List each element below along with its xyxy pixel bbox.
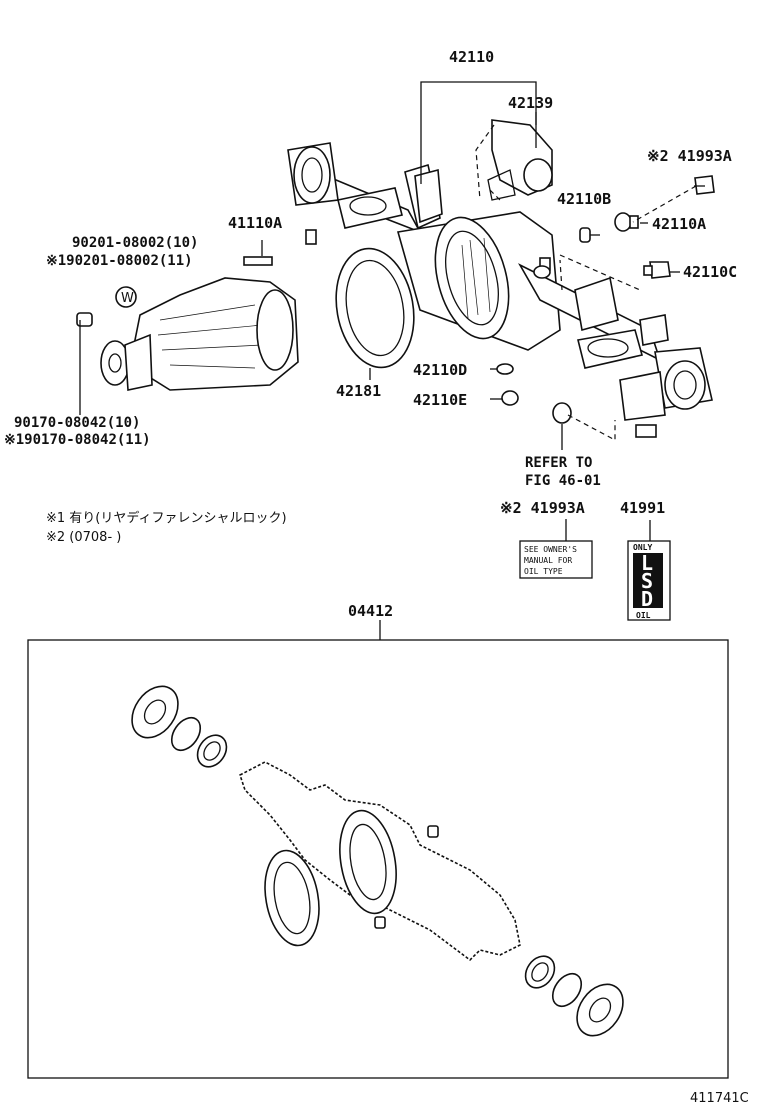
lsd-tag-s: S	[641, 569, 653, 593]
label-41993a-bottom: ※2 41993A	[500, 499, 585, 517]
lsd-tag-bottom: OIL	[636, 611, 651, 620]
label-90170-a: 90170-08042(10)	[14, 415, 140, 431]
label-90201-a: 90201-08002(10)	[72, 235, 198, 251]
label-refer-to: REFER TO	[525, 455, 592, 471]
label-42139: 42139	[508, 94, 553, 112]
figure-code: 411741C	[690, 1091, 749, 1106]
label-42110: 42110	[449, 48, 494, 66]
label-42181: 42181	[336, 382, 381, 400]
label-41991: 41991	[620, 499, 665, 517]
label-42110e: 42110E	[413, 391, 467, 409]
leader-lines	[79, 81, 705, 640]
label-w-mark: W	[121, 291, 134, 306]
oil-type-tag-41993a: SEE OWNER'S MANUAL FOR OIL TYPE	[519, 540, 593, 579]
gasket-kit-drawing	[131, 685, 624, 1037]
axle-housing-drawing	[76, 119, 715, 438]
tag-line-1: SEE OWNER'S	[524, 545, 577, 554]
lsd-tag-top: ONLY	[633, 543, 652, 552]
label-42110c: 42110C	[683, 263, 737, 281]
tag-line-3: OIL TYPE	[524, 567, 563, 576]
label-41110a: 41110A	[228, 214, 282, 232]
lsd-tag-d: D	[641, 587, 653, 611]
label-90170-b: ※190170-08042(11)	[4, 432, 151, 448]
label-42110b: 42110B	[557, 190, 611, 208]
label-refer-fig: FIG 46-01	[525, 473, 601, 489]
washer-mark-circle	[115, 286, 137, 308]
lsd-tag-l: L	[641, 551, 653, 575]
note-1: ※1 有り(リヤディファレンシャルロック)	[46, 510, 287, 526]
label-42110d: 42110D	[413, 361, 467, 379]
label-90201-b: ※190201-08002(11)	[46, 253, 193, 269]
gasket-kit-box	[27, 639, 729, 1079]
label-04412: 04412	[348, 602, 393, 620]
note-2: ※2 (0708- )	[46, 530, 121, 545]
tag-line-2: MANUAL FOR	[524, 556, 572, 565]
label-42110a-right: 42110A	[652, 215, 706, 233]
lsd-oil-tag-41991: ONLY L S D OIL	[627, 540, 671, 621]
label-41993a-top: ※2 41993A	[647, 147, 732, 165]
